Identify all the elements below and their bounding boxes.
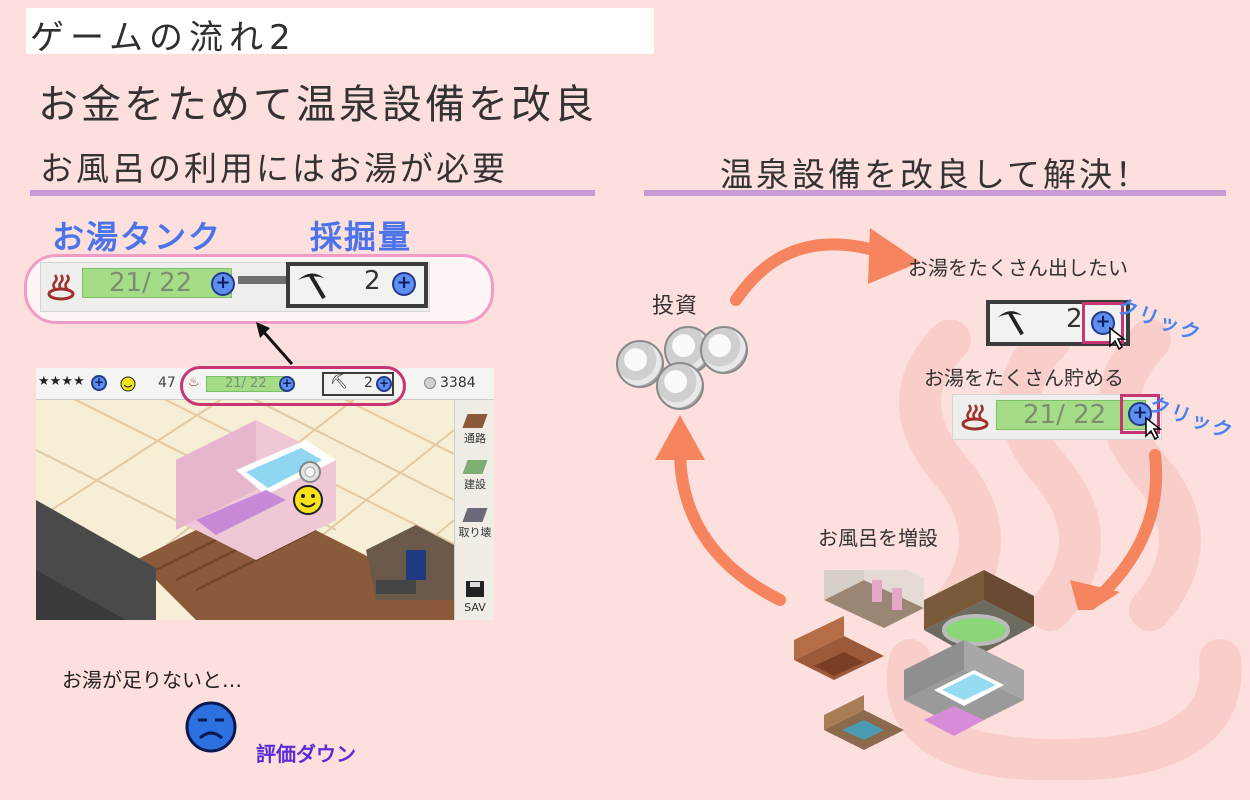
rating-stars: ★★★★ <box>38 374 85 389</box>
game-floor <box>36 400 454 620</box>
visitor-count: 47 <box>158 375 176 391</box>
tank-upgrade-value: 21/ 22 <box>1023 400 1107 430</box>
game-hud-highlight <box>180 366 406 406</box>
game-dig-value: 2 <box>364 375 373 391</box>
save-icon <box>466 581 484 597</box>
hot-spring-watermark <box>886 320 1242 780</box>
dig-click-highlight <box>1082 302 1124 344</box>
game-toolbar: 通路 建設 取り壊 SAV <box>454 400 494 620</box>
tank-upgrade-button[interactable]: + <box>211 272 235 296</box>
tank-value: 21/ 22 <box>109 268 193 298</box>
hot-spring-icon <box>47 274 75 301</box>
tank-label: お湯タンク <box>52 218 223 256</box>
rating-plus-button[interactable]: + <box>91 375 107 391</box>
game-tank-gauge: 21/ 22 <box>206 376 286 392</box>
zoom-arrow <box>256 322 294 365</box>
tool-demolish[interactable]: 取り壊 <box>457 508 493 540</box>
dig-upgrade-button[interactable]: + <box>392 272 416 296</box>
page-subtitle: お金をためて温泉設備を改良 <box>38 82 597 128</box>
coin-icon <box>656 362 704 410</box>
tool-build[interactable]: 建設 <box>457 460 493 492</box>
dig-value: 2 <box>364 266 381 296</box>
money-amount: 3384 <box>440 375 476 391</box>
tank-click-highlight <box>1120 394 1160 434</box>
visitor-smiley-icon <box>120 376 136 392</box>
left-heading: お風呂の利用にはお湯が必要 <box>40 149 508 188</box>
bath-rooms-illustration <box>794 570 1034 750</box>
dig-label: 採掘量 <box>310 218 413 256</box>
pickaxe-icon <box>298 273 326 300</box>
game-tank-plus-button[interactable]: + <box>279 376 295 392</box>
title-banner: ゲームの流れ2 <box>26 8 654 58</box>
store-water-label: お湯をたくさん貯める <box>924 366 1124 390</box>
rating-down-text: 評価ダウン <box>256 742 356 766</box>
game-screenshot: ★★★★ + 47 ♨ 21/ 22 + ⛏ 2 + 3384 通路 建設 取り… <box>36 368 494 620</box>
cursor-icon <box>1145 416 1162 440</box>
cursor-icon <box>1109 326 1126 350</box>
left-heading-underline <box>30 190 595 196</box>
hud-connector <box>238 276 288 284</box>
add-bath-label: お風呂を増設 <box>818 526 938 550</box>
coin-icon <box>700 326 748 374</box>
page-title: ゲームの流れ2 <box>30 18 297 58</box>
right-heading: 温泉設備を改良して解決！ <box>720 155 1152 194</box>
money-coin-icon <box>424 377 436 389</box>
game-tank-value: 21/ 22 <box>225 376 267 391</box>
cycle-arrows <box>655 228 1163 610</box>
invest-label: 投資 <box>652 294 699 319</box>
smiley-icon <box>293 485 323 515</box>
sad-face-icon <box>185 701 237 753</box>
dig-upgrade-value: 2 <box>1066 304 1083 334</box>
more-water-label: お湯をたくさん出したい <box>908 256 1128 280</box>
tool-path[interactable]: 通路 <box>457 414 493 446</box>
tank-gauge: 21/ 22 <box>82 268 232 298</box>
pickaxe-icon <box>997 311 1024 336</box>
coin-icon <box>299 461 321 483</box>
game-pickaxe-icon: ⛏ <box>330 374 348 390</box>
right-heading-underline <box>644 190 1226 196</box>
tool-save[interactable]: SAV <box>457 580 493 614</box>
lack-of-water-text: お湯が足りないと… <box>62 668 242 692</box>
hot-spring-icon <box>961 404 989 431</box>
